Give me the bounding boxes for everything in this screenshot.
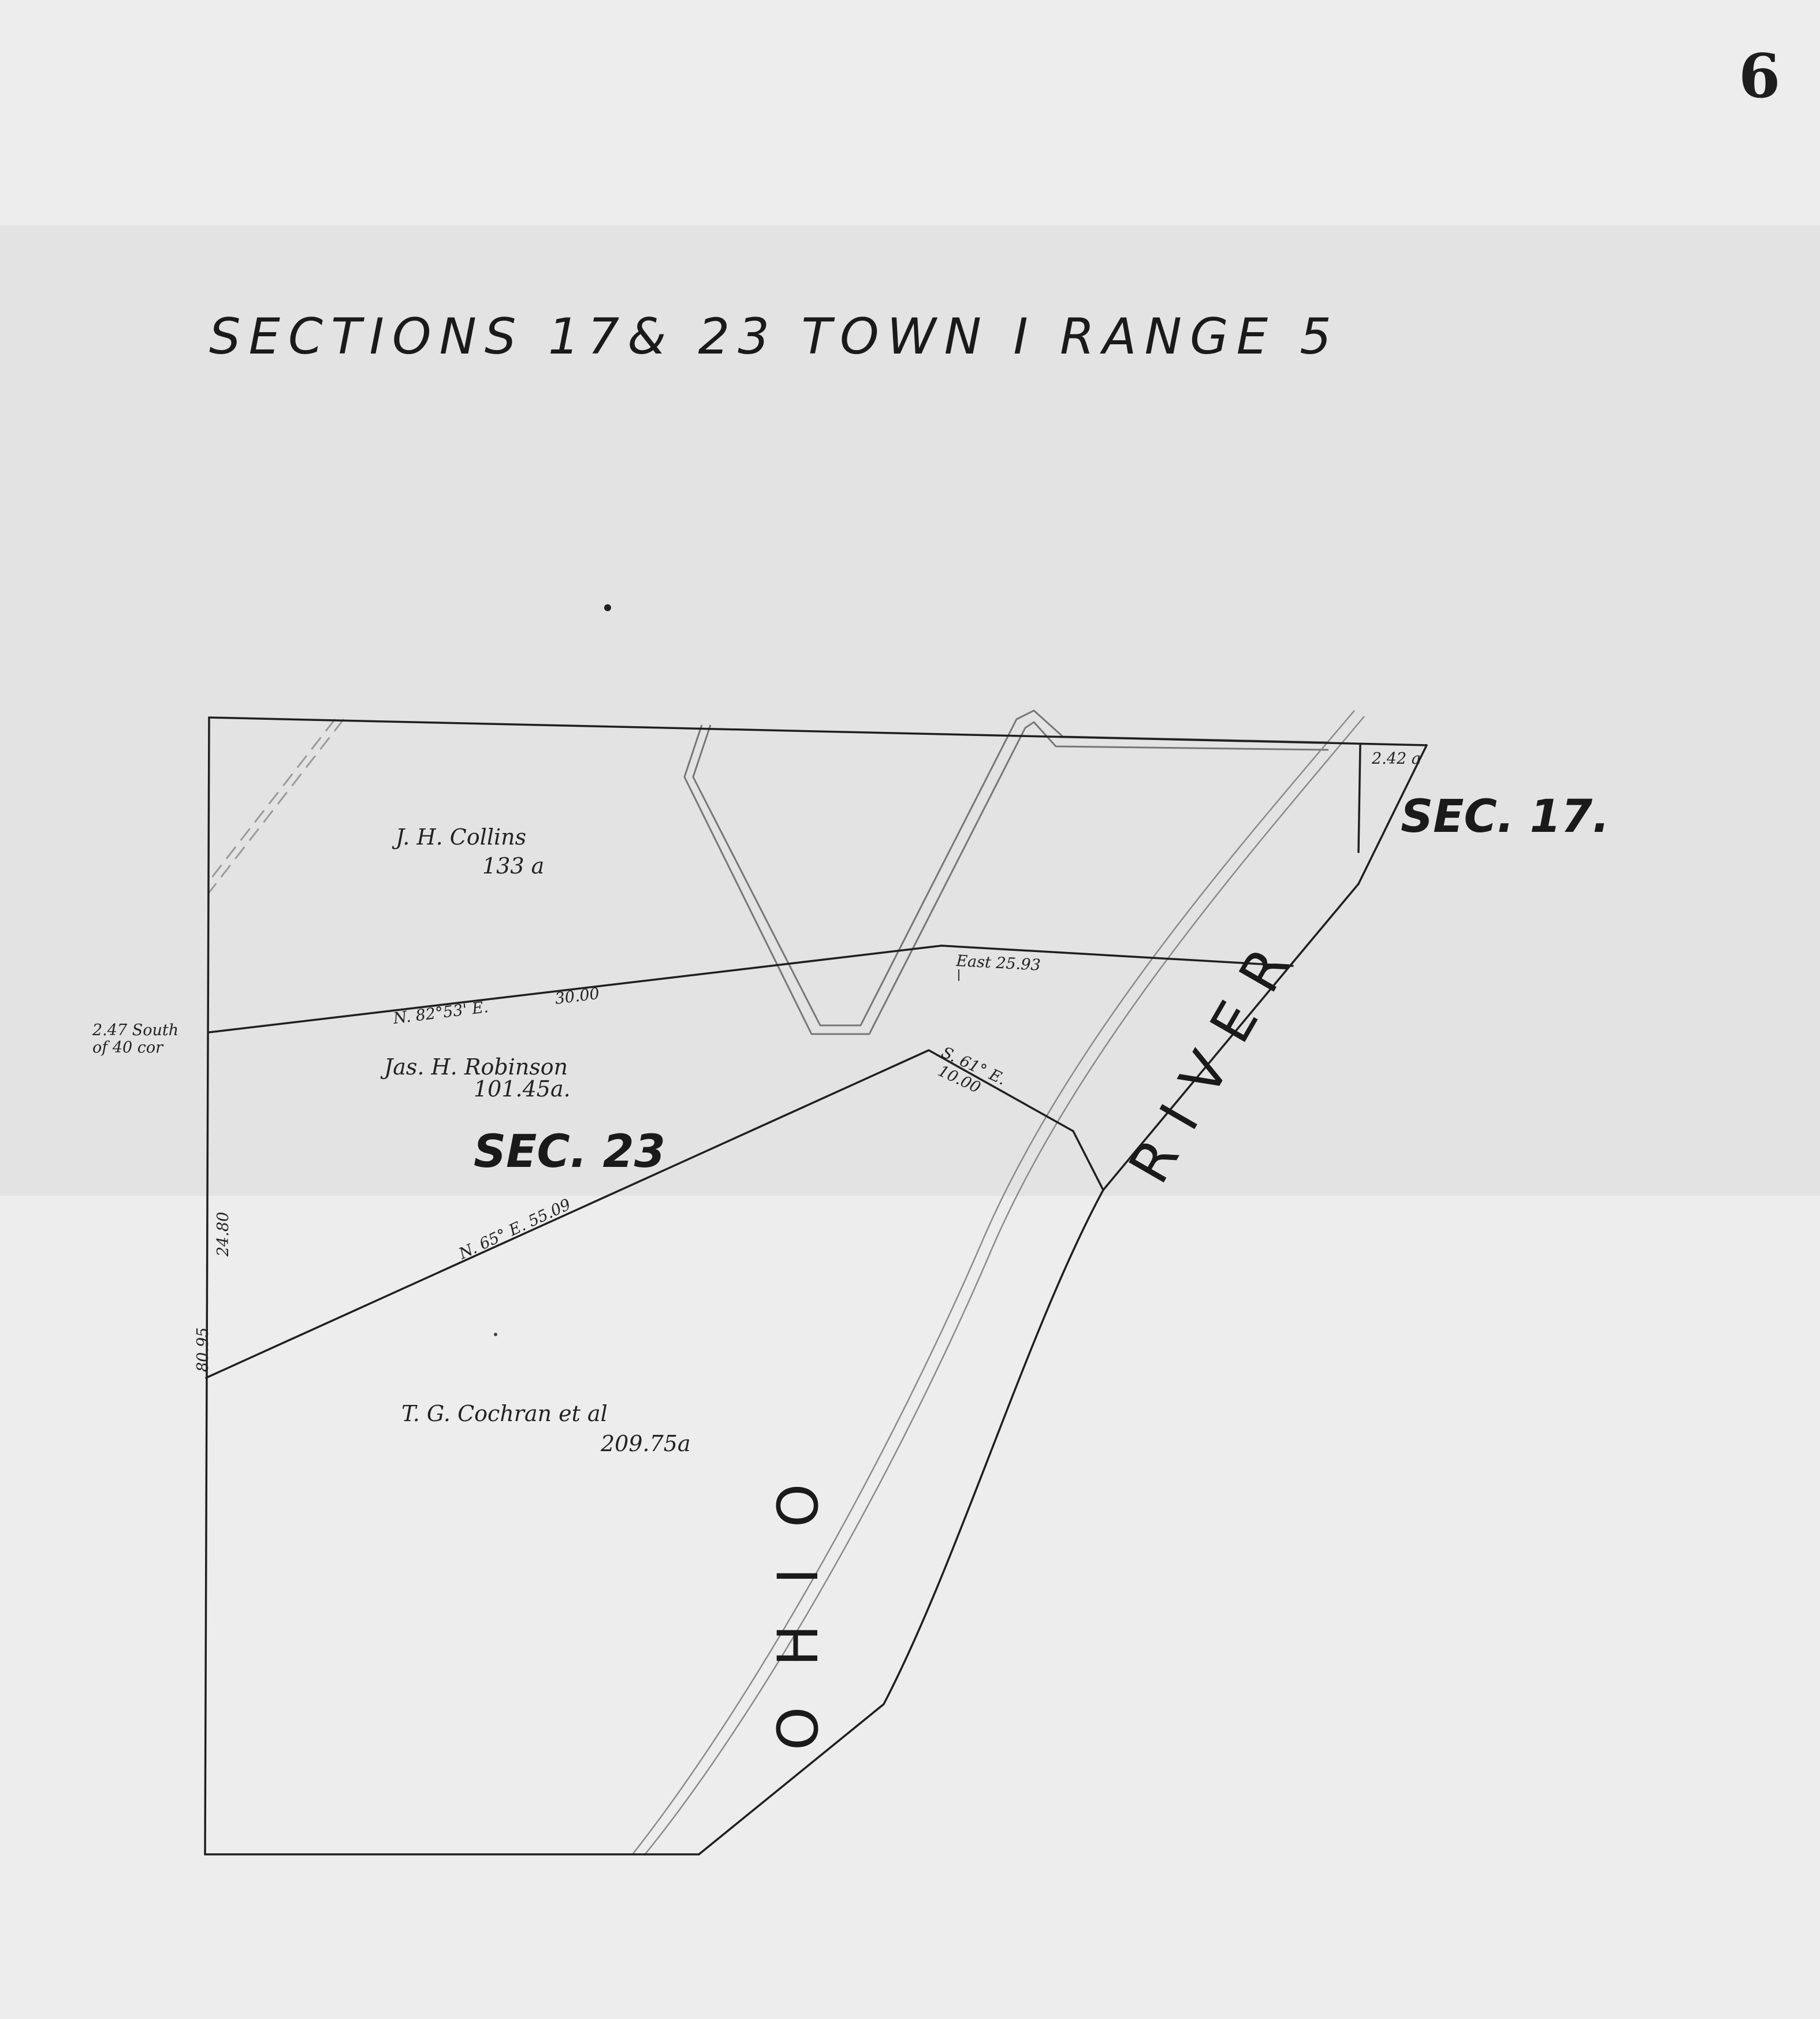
small-tract-edge <box>1357 744 1361 853</box>
south-note-2: of 40 cor <box>92 1039 164 1057</box>
river-bank <box>698 883 1360 1856</box>
dashed-line-a <box>208 719 345 893</box>
bearing-n65: N. 65° E. 55.09 <box>456 1196 574 1263</box>
north-boundary <box>208 716 1428 746</box>
ink-dot-small <box>494 1333 497 1336</box>
ohio-label: OHIO <box>766 1443 831 1750</box>
small-tract-area: 2.42 a <box>1371 750 1421 768</box>
road-outer <box>692 709 1329 1027</box>
railroad-line-a <box>632 710 1355 1855</box>
west-distance-lower: 80.95 <box>194 1328 212 1372</box>
river-label: RIVER <box>1116 917 1313 1194</box>
robinson-cochran-line <box>205 1049 1104 1379</box>
bearing-n82: N. 82°53' E. <box>392 998 489 1028</box>
owner-cochran-area: 209.75a <box>600 1431 691 1456</box>
owner-robinson-area: 101.45a. <box>474 1076 571 1102</box>
owner-cochran-name: T. G. Cochran et al <box>401 1401 608 1426</box>
owner-collins-name: J. H. Collins <box>392 824 526 850</box>
owner-robinson-name: Jas. H. Robinson <box>380 1054 568 1080</box>
collins-robinson-line <box>208 945 1294 1033</box>
page-number: 6 <box>1739 40 1781 111</box>
map-title: SECTIONS 17& 23 TOWN I RANGE 5 <box>209 308 1339 366</box>
road-inner <box>683 721 1329 1035</box>
south-note-1: 2.47 South <box>92 1021 178 1039</box>
railroad-line-b <box>643 716 1365 1856</box>
distance-n82: 30.00 <box>554 985 600 1008</box>
ink-dot <box>604 604 611 611</box>
section-17-label: SEC. 17. <box>1401 791 1610 843</box>
owner-collins-area: 133 a <box>482 853 544 879</box>
section-23-label: SEC. 23 <box>474 1126 665 1178</box>
east-corner-edge <box>1357 744 1428 885</box>
bearing-east: East 25.93 <box>955 952 1041 975</box>
west-boundary <box>204 716 210 1856</box>
dashed-line-b <box>208 719 336 882</box>
scan-band <box>0 225 1820 1196</box>
west-distance-upper: 24.80 <box>214 1212 232 1257</box>
